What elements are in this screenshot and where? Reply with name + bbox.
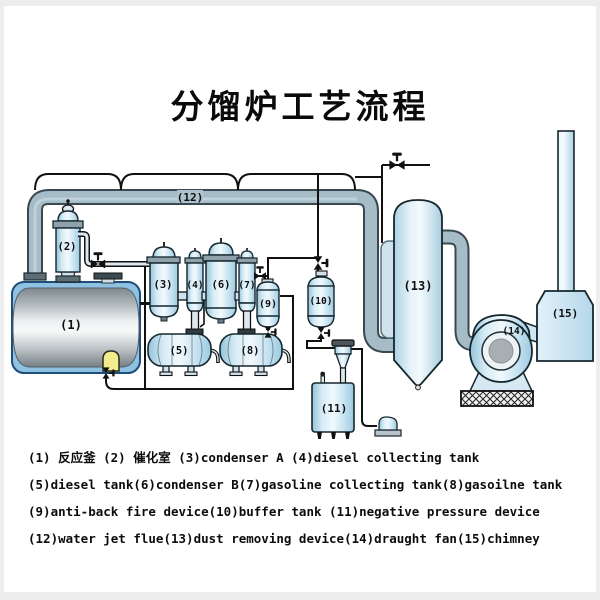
equipment-label-8: (8) [241,345,260,357]
equipment-label-7: (7) [238,280,255,291]
condenser-a: (3) [146,242,181,322]
cone-tip-nub [415,384,421,391]
cabinet-legs [317,432,350,439]
drain-stub [199,300,205,328]
cyclone-body [334,345,352,355]
gas-riser-line [267,257,318,281]
pump-body [378,416,398,431]
cyclone-to-pump-line [351,348,377,427]
equipment-label-14: (14) [503,326,526,337]
catalyst-outlet-pipe [78,231,150,267]
condenser-b: (6) [202,238,240,324]
nozzle-flange [55,275,81,283]
tank-body [219,333,283,367]
fan-hub [488,338,514,364]
page-edge-top [0,0,600,6]
cyclone-cap [331,339,355,347]
kettle-shell [12,287,140,368]
page-edge-right [596,0,600,600]
equipment-label-1: (1) [60,318,82,332]
equipment-label-6: (6) [212,279,231,291]
water-line-arc [237,173,356,191]
chimney-base [536,290,594,362]
equipment-label-2: (2) [58,241,77,253]
drain-neck [190,310,200,331]
catalytic-chamber: (2) [52,199,150,283]
legend: (1) 反应釜 (2) 催化室 (3)condenser A (4)diesel… [28,444,588,552]
dust-removing-device: (13) [380,199,484,391]
pipe-label-backdrop [177,190,203,203]
equipment-label-11: (11) [321,402,348,415]
pump-base [374,429,402,437]
valve-icon [389,152,405,170]
equipment-label-4: (4) [186,280,203,291]
return-gas-line [105,295,294,390]
condenser-body [149,262,179,308]
chimney-stack [557,130,575,293]
valve-icon [313,256,329,270]
valve-icon [254,266,266,280]
connector-3-4 [177,291,188,301]
burner-sight-glass [102,350,120,372]
equipment-label-12: (12) [177,191,204,204]
gasoline-tank: (8) [219,333,291,377]
water-line-arc [120,173,239,191]
pipe-flange [23,272,47,281]
page-edge-left [0,0,4,600]
gasoline-collecting-tank: (7) [236,248,258,335]
draught-fan: (14) [460,314,538,407]
fan-foundation [460,390,534,407]
water-line-arc [34,173,122,191]
negative-pressure-device: (11) [311,339,402,439]
top-flange [52,220,84,229]
water-jet-flue-pipe: (12) [23,189,397,353]
condenser-body [205,260,237,310]
buffer-to-cyclone-line [306,337,336,349]
equipment-label-3: (3) [154,279,173,291]
line-flange-tick [140,302,150,305]
diesel-collecting-tank: (4) [184,248,206,335]
cyclone-cone [335,353,351,369]
manhole-flange [93,272,123,280]
anti-back-fire-device: (9) [256,278,280,330]
page-edge-bottom [0,592,600,600]
tank-body [147,333,212,367]
page-title: 分馏炉工艺流程 [170,87,430,126]
chimney: (15) [536,130,594,362]
reaction-kettle: (1) [11,272,141,374]
drain-neck [242,310,252,331]
equipment-label-9: (9) [259,299,277,310]
equipment-label-13: (13) [404,279,433,293]
legend-line-3: (9)anti-back fire device(10)buffer tank … [28,504,540,519]
diesel-tank: (5) [147,333,220,377]
legend-line-4: (12)water jet flue(13)dust removing devi… [28,531,540,546]
equipment-label-5: (5) [170,345,189,357]
valve-icon [317,327,331,339]
buffer-tank: (10) [307,270,335,330]
legend-line-2: (5)diesel tank(6)condenser B(7)gasoline … [28,477,563,492]
equipment-label-15: (15) [552,307,579,320]
equipment-label-10: (10) [310,296,333,307]
catalyst-cylinder [55,227,81,273]
legend-line-1: (1) 反应釜 (2) 催化室 (3)condenser A (4)diesel… [28,450,480,465]
